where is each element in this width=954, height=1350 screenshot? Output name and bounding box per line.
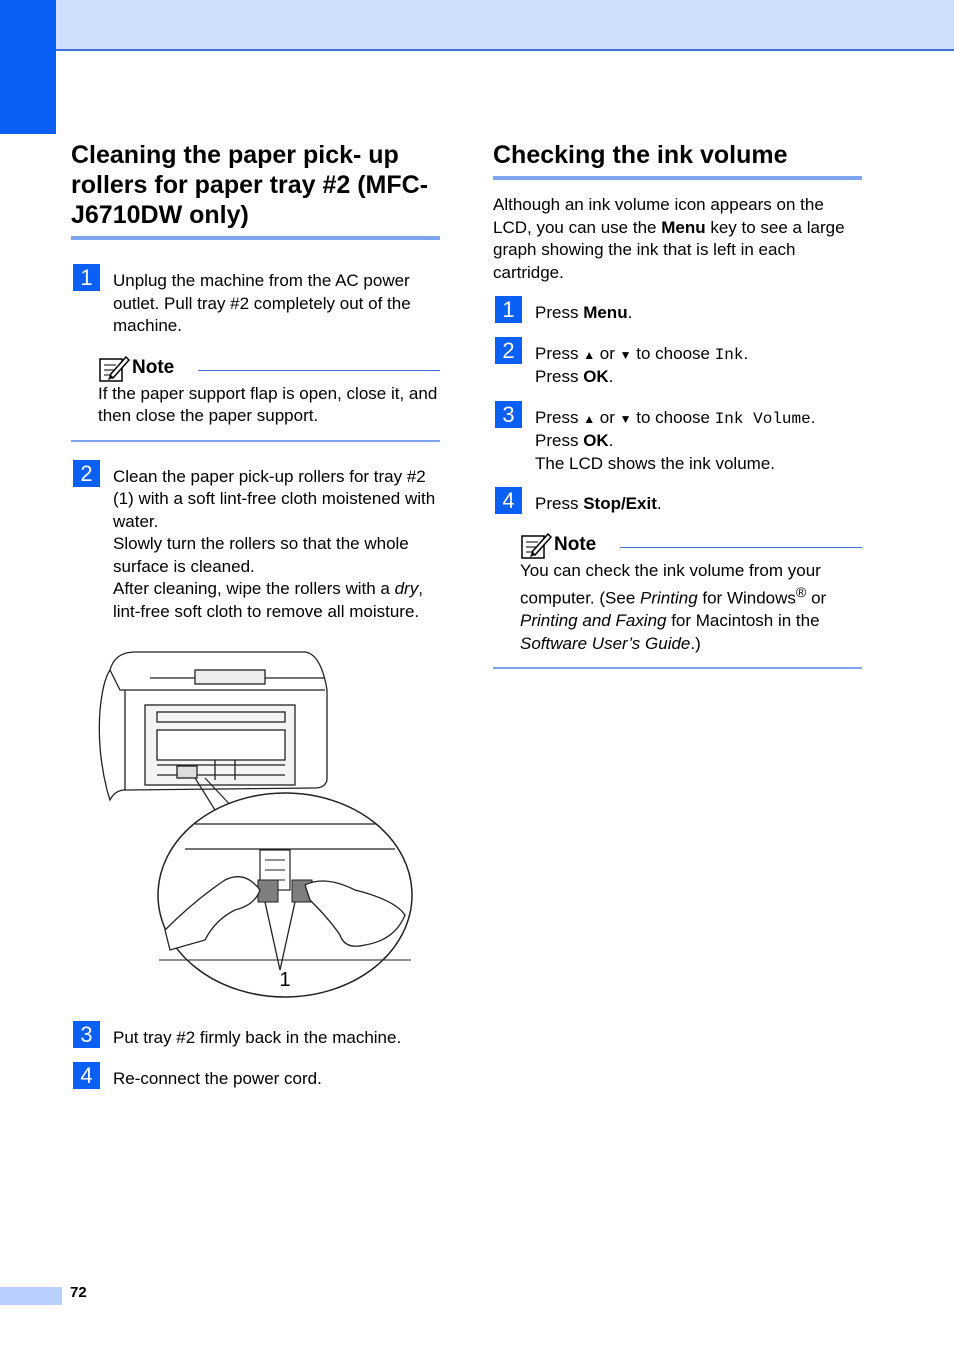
step-text-part: to choose <box>631 407 715 427</box>
note-text: If the paper support flap is open, close… <box>98 383 438 426</box>
step-text-part: . <box>743 343 749 363</box>
key-name: Menu <box>583 303 628 322</box>
step-4-reconnect: 4 Re-connect the power cord. <box>71 1062 482 1091</box>
key-name: Stop/Exit <box>583 494 657 513</box>
step-text-part: or <box>595 407 620 427</box>
step-text-line1: Press ▲ or ▼ to choose Ink. <box>535 343 862 367</box>
step-text-line1: Press ▲ or ▼ to choose Ink Volume. <box>535 407 862 431</box>
lcd-option-text: Ink <box>714 345 744 364</box>
step-1-unplug: 1 Unplug the machine from the AC power o… <box>71 264 440 338</box>
step-number: 3 <box>73 1021 100 1048</box>
step-text-part: . <box>810 407 816 427</box>
step-text-part: After cleaning, wipe the rollers with a <box>113 579 395 598</box>
note-divider <box>71 439 440 442</box>
step-number: 1 <box>73 264 100 291</box>
step-text-line2: Press OK. <box>535 366 862 389</box>
step-number: 3 <box>495 400 522 428</box>
step-number: 2 <box>73 459 100 487</box>
note-pencil-icon <box>521 532 552 559</box>
step-text-part: . <box>627 303 633 322</box>
left-column: Cleaning the paper pick- up rollers for … <box>71 140 440 623</box>
note-paper-support: Note If the paper support flap is open, … <box>98 353 440 428</box>
step-text-line1: Clean the paper pick-up rollers for tray… <box>113 466 436 531</box>
step-text-part: . <box>656 494 662 513</box>
section-title-cleaning: Cleaning the paper pick- up rollers for … <box>71 140 440 240</box>
zoom-circle <box>157 792 413 998</box>
step-4-press-stop: 4 Press Stop/Exit. <box>493 487 862 516</box>
registered-mark: ® <box>795 585 807 601</box>
note-label: Note <box>554 533 597 555</box>
step-text: Put tray #2 firmly back in the machine. <box>113 1028 402 1047</box>
up-arrow-icon: ▲ <box>583 411 596 426</box>
step-text-part: Press <box>535 367 584 386</box>
note-text-part: .) <box>690 633 701 653</box>
key-name: OK <box>583 431 609 450</box>
step-text-part: Press <box>535 303 584 322</box>
step-text-part: . <box>608 367 614 386</box>
step-text: Press Stop/Exit. <box>535 493 862 516</box>
note-text-part: for Macintosh in the <box>666 611 820 631</box>
down-arrow-icon: ▼ <box>619 347 632 362</box>
step-number: 2 <box>495 336 522 364</box>
note-header: Note <box>520 530 862 560</box>
note-emphasis: Printing and Faxing <box>520 611 667 631</box>
page-number-tab <box>0 1287 62 1305</box>
step-text-part: , lint-free soft cloth to remove all moi… <box>113 579 423 621</box>
step-text-part: to choose <box>631 343 715 363</box>
step-number: 1 <box>495 296 522 323</box>
right-column: Checking the ink volume Although an ink … <box>493 140 862 670</box>
note-divider <box>493 667 862 670</box>
chapter-tab <box>0 0 56 134</box>
step-text-part: . <box>608 431 614 450</box>
menu-key-text: Menu <box>661 217 706 237</box>
step-text-line3: The LCD shows the ink volume. <box>535 453 775 473</box>
step-text: Re-connect the power cord. <box>113 1069 322 1088</box>
intro-text: Although an ink volume icon appears on t… <box>493 195 824 237</box>
note-text: You can check the ink volume from your c… <box>520 560 862 656</box>
note-header: Note <box>98 353 440 383</box>
section-title-ink-volume: Checking the ink volume <box>493 140 862 180</box>
step-text-part: or <box>595 343 620 363</box>
roller-cleaning-illustration: 1 <box>98 651 413 998</box>
step-text-part: Press <box>535 431 584 450</box>
note-text-part: You can check the ink volume from your c… <box>520 560 821 608</box>
note-rule <box>198 370 440 371</box>
key-name: OK <box>583 367 609 386</box>
note-emphasis: Printing <box>640 588 698 608</box>
up-arrow-icon: ▲ <box>583 347 596 362</box>
step-text-line3: After cleaning, wipe the rollers with a … <box>113 578 440 623</box>
page-number: 72 <box>70 1284 87 1301</box>
step-text-line2: Slowly turn the rollers so that the whol… <box>113 534 409 576</box>
step-text: Press Menu. <box>535 302 862 325</box>
note-ink-volume-computer: Note You can check the ink volume from y… <box>520 530 862 656</box>
callout-label-1: 1 <box>279 969 290 991</box>
note-emphasis: Software User’s Guide <box>520 633 691 653</box>
step-number: 4 <box>73 1062 100 1089</box>
header-bar <box>0 0 954 51</box>
step-3-choose-ink-volume: 3 Press ▲ or ▼ to choose Ink Volume. Pre… <box>493 400 862 476</box>
step-1-press-menu: 1 Press Menu. <box>493 296 862 325</box>
step-number: 4 <box>495 487 522 514</box>
step-text-part: Press <box>535 407 584 427</box>
note-rule <box>620 547 862 548</box>
note-text-part: or <box>806 588 827 608</box>
step-text-emphasis: dry <box>394 579 419 598</box>
step-text-part: Press <box>535 343 584 363</box>
note-pencil-icon <box>99 355 130 382</box>
step-2-clean-rollers: 2 Clean the paper pick-up rollers for tr… <box>71 459 440 624</box>
printer-drawing <box>98 651 328 802</box>
step-text: Unplug the machine from the AC power out… <box>113 271 411 335</box>
step-text-part: Press <box>535 494 584 513</box>
step-2-choose-ink: 2 Press ▲ or ▼ to choose Ink. Press OK. <box>493 336 862 389</box>
step-3-put-tray: 3 Put tray #2 firmly back in the machine… <box>71 1021 482 1050</box>
lcd-option-text: Ink Volume <box>714 409 811 428</box>
step-text-line2: Press OK. <box>535 430 862 453</box>
down-arrow-icon: ▼ <box>619 411 632 426</box>
intro-text: key to see a large graph showing the ink… <box>493 217 845 282</box>
note-text-part: for Windows <box>697 588 796 608</box>
note-label: Note <box>132 356 175 378</box>
intro-paragraph: Although an ink volume icon appears on t… <box>493 194 862 284</box>
